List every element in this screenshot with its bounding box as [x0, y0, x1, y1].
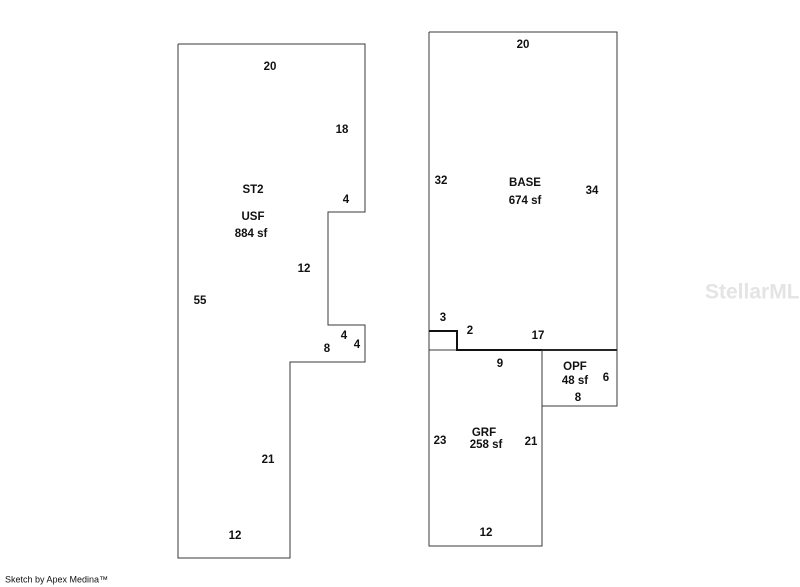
grf-right-dimension: 21 [525, 436, 538, 448]
opf-bottom-dimension: 8 [575, 392, 582, 404]
grf-name-label: GRF [472, 427, 496, 439]
grf-left-dimension: 23 [434, 435, 447, 447]
st2-left-dimension: 55 [194, 295, 207, 307]
sketch-credit-footer: Sketch by Apex Medina™ [5, 574, 108, 584]
grf-area-label: 258 sf [470, 439, 503, 451]
st2-name-label: ST2 [242, 184, 263, 196]
st2-notch-bottom-dimension: 4 [341, 330, 348, 342]
base-top-dimension: 20 [517, 39, 530, 51]
grf-outline [428, 331, 543, 547]
st2-notch-depth-dimension: 12 [298, 263, 311, 275]
base-left-dimension: 32 [435, 175, 448, 187]
base-right-dimension: 34 [586, 185, 599, 197]
st2-bottom-dimension: 12 [229, 530, 242, 542]
grf-bottom-dimension: 12 [480, 527, 493, 539]
opf-right-dimension: 6 [603, 372, 609, 384]
base-name-label: BASE [509, 177, 541, 189]
st2-right-step-dimension: 4 [354, 339, 361, 351]
st2-outline [177, 43, 366, 559]
base-step-b-dimension: 2 [467, 325, 473, 337]
st2-right-upper-dimension: 18 [336, 124, 349, 136]
base-bottom-dimension: 17 [532, 330, 545, 342]
grf-top-dimension: 9 [497, 358, 503, 370]
st2-top-dimension: 20 [264, 61, 277, 73]
base-grf-divider [429, 330, 617, 351]
st2-step-dimension: 8 [324, 343, 331, 355]
usf-area-label: 884 sf [235, 228, 268, 240]
usf-area-name-label: USF [242, 211, 265, 223]
opf-area-label: 48 sf [562, 375, 588, 387]
opf-outline [541, 349, 618, 407]
opf-name-label: OPF [563, 361, 587, 373]
st2-notch-top-dimension: 4 [343, 194, 350, 206]
base-area-label: 674 sf [509, 195, 542, 207]
base-step-a-dimension: 3 [440, 312, 446, 324]
st2-right-lower-dimension: 21 [262, 454, 275, 466]
